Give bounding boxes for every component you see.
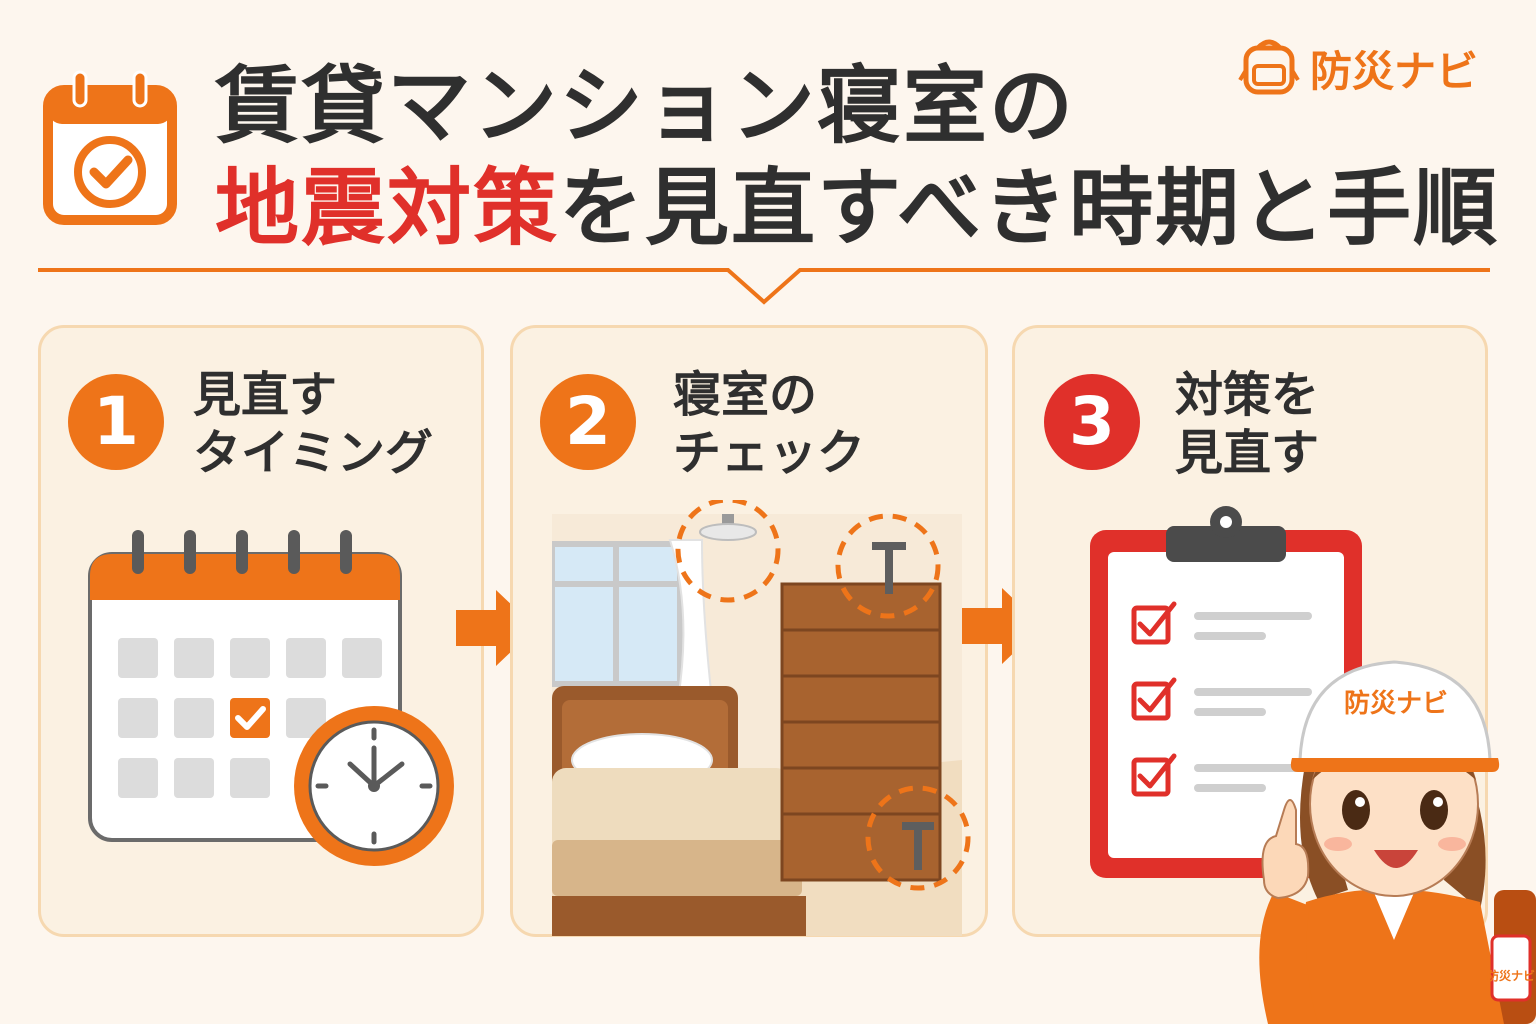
step-number-2: 2 (540, 374, 636, 470)
calendar-clock-illustration (88, 530, 454, 866)
mascot-character: 防災ナビ 防災ナビ (1259, 660, 1536, 1024)
clipboard-checklist-illustration (1090, 506, 1362, 878)
step-label-2a: 寝室の (673, 367, 818, 423)
backpack-logo-icon (1238, 39, 1300, 95)
step-label-2b: チェック (673, 425, 866, 481)
page-title-line2: 地震対策を見直すべき時期と手順 (215, 158, 1499, 258)
bedroom-illustration (552, 500, 971, 936)
calendar-check-icon (43, 70, 177, 225)
step-label-1a: 見直す (193, 367, 338, 423)
header-divider (38, 268, 1490, 305)
title-rest: を見直すべき時期と手順 (559, 159, 1500, 257)
step-label-1b: タイミング (193, 425, 434, 481)
step-label-3b: 見直す (1175, 425, 1320, 481)
badge-text: 防災ナビ (1487, 968, 1535, 983)
step-number-1: 1 (68, 374, 164, 470)
step-number-3: 3 (1044, 374, 1140, 470)
helmet-text: 防災ナビ (1344, 689, 1448, 719)
brand-name: 防災ナビ (1310, 47, 1479, 96)
step-label-3a: 対策を (1175, 367, 1320, 423)
title-highlight: 地震対策 (215, 159, 560, 257)
page-title-line1: 賃貸マンション寝室の (215, 57, 1076, 155)
